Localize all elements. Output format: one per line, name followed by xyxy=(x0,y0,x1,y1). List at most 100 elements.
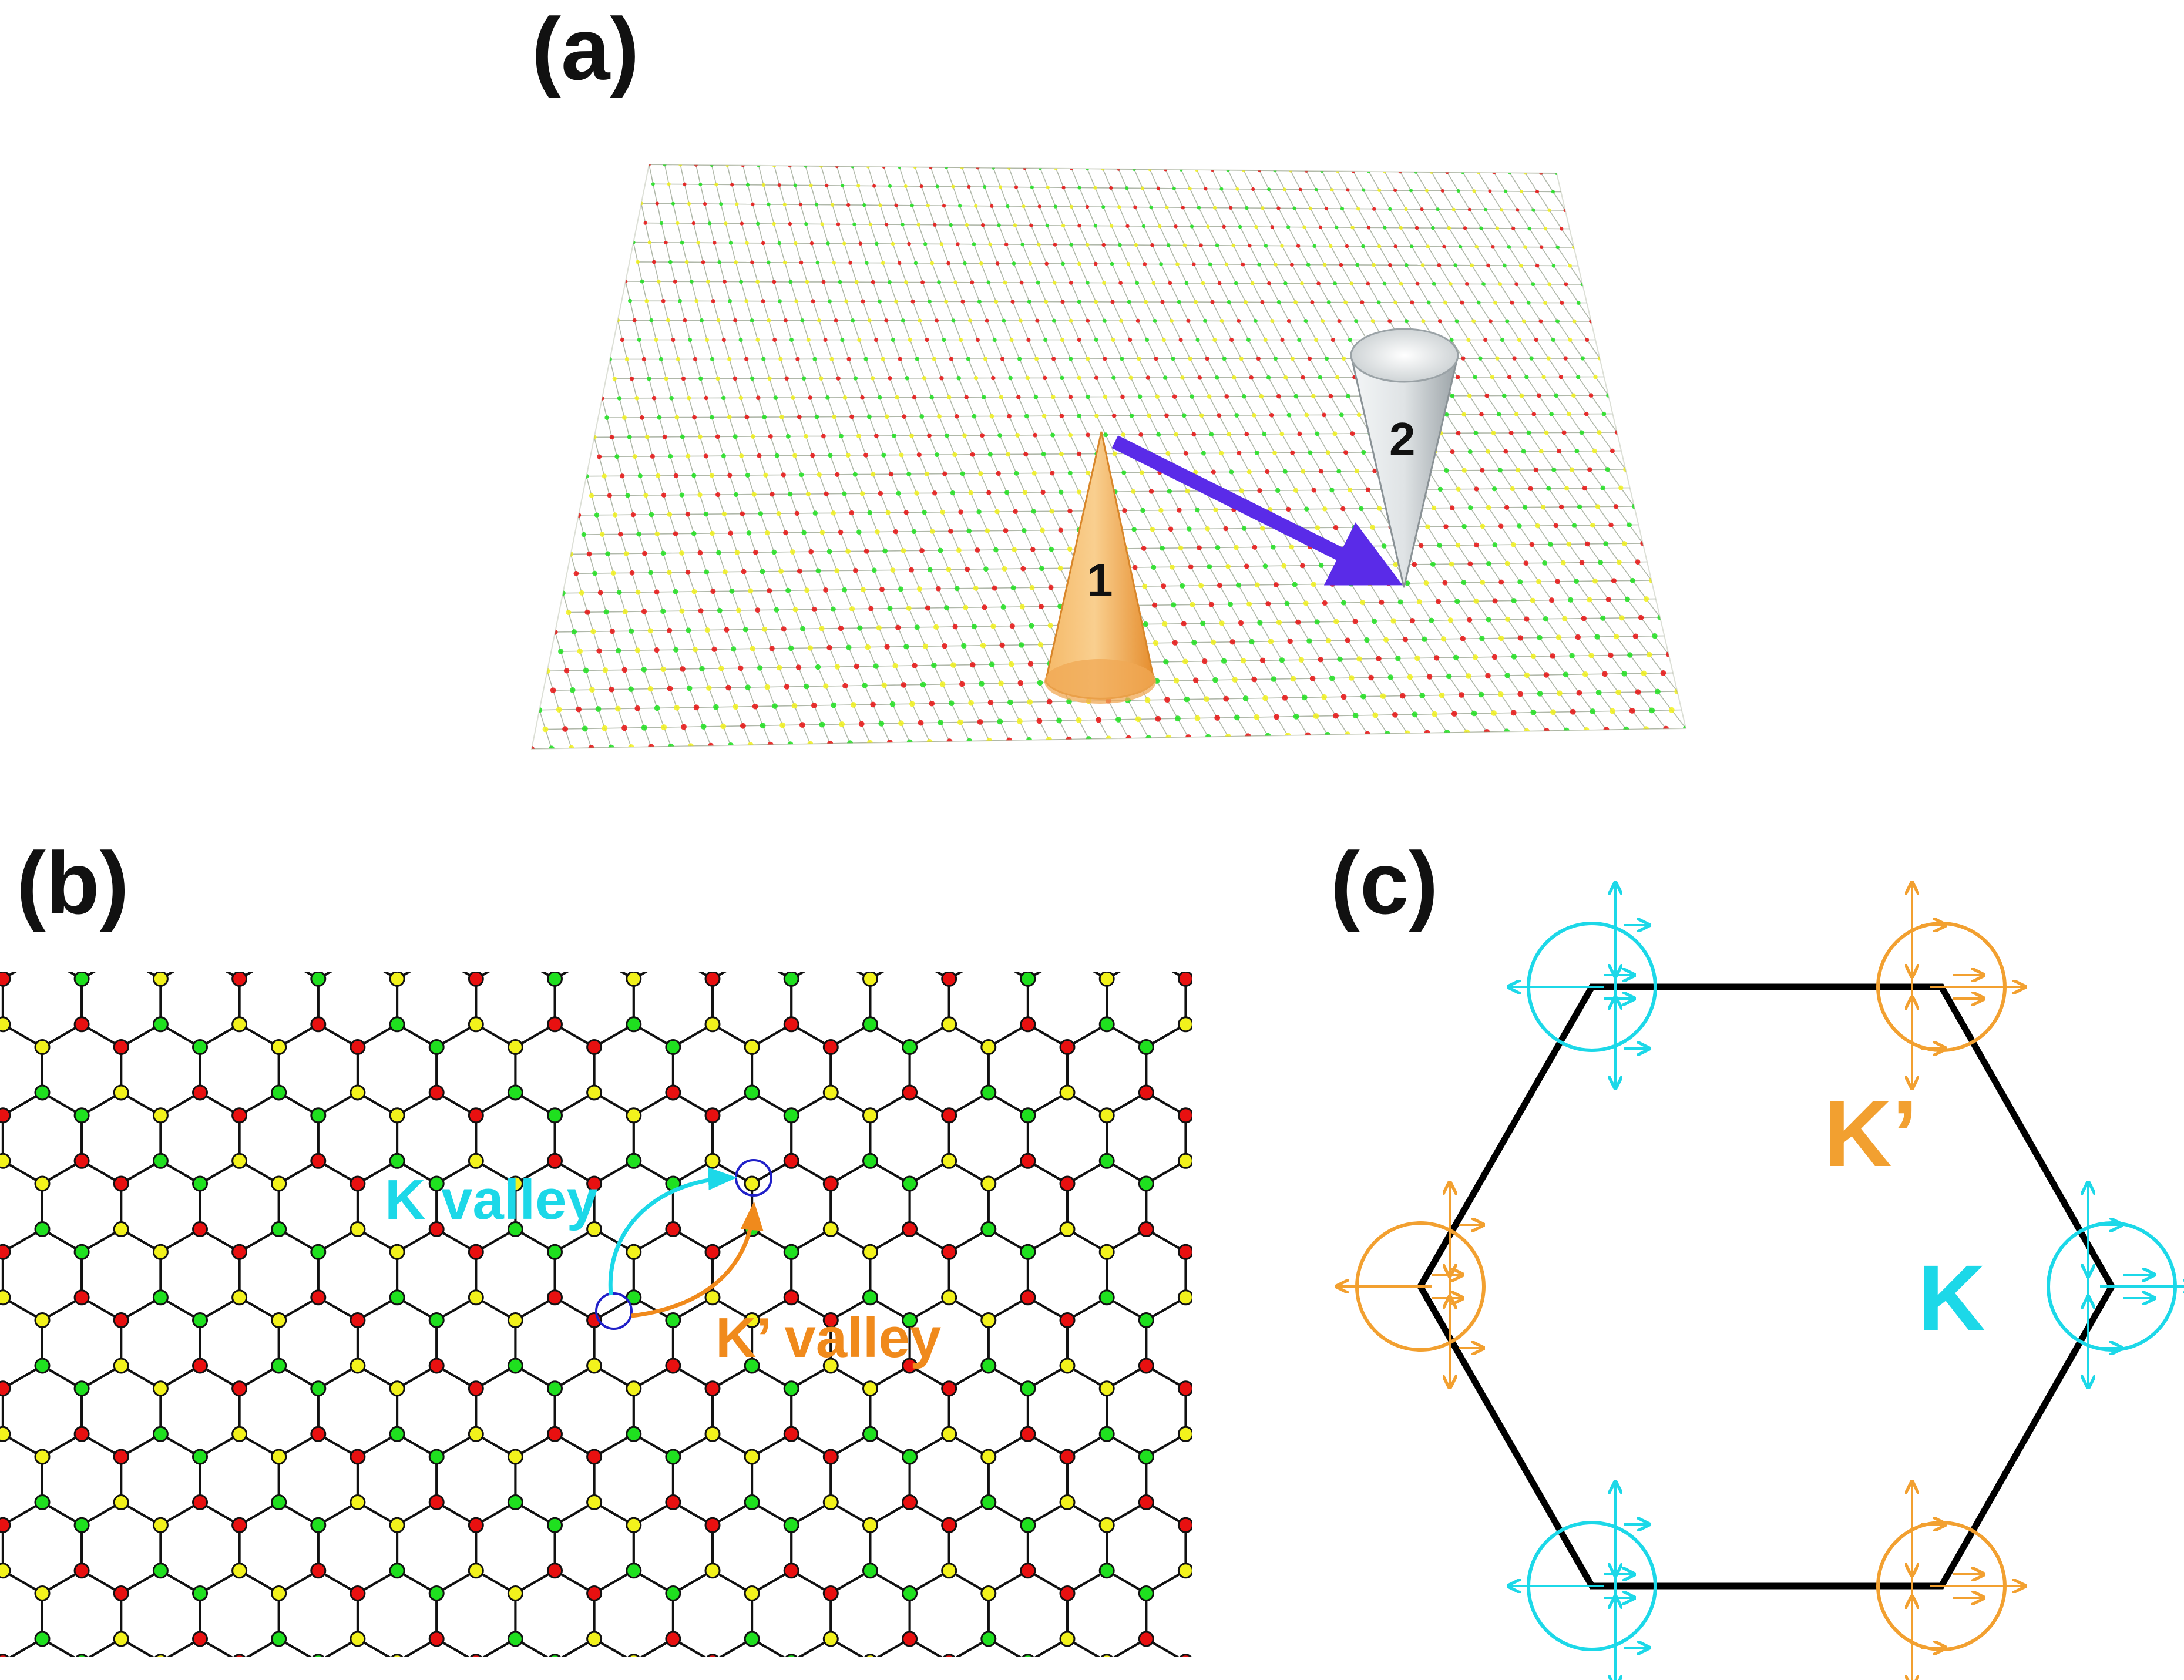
sheet-bond xyxy=(1166,415,1177,435)
sheet-bond xyxy=(1212,301,1222,321)
sheet-site xyxy=(1461,412,1467,417)
sheet-site xyxy=(958,509,963,515)
sheet-site xyxy=(1405,580,1410,586)
sheet-bond xyxy=(1446,172,1459,191)
sheet-site xyxy=(755,607,761,613)
sheet-site xyxy=(797,568,802,574)
sheet-bond xyxy=(836,666,846,686)
sheet-bond xyxy=(1219,585,1231,604)
sheet-bond xyxy=(1395,302,1407,322)
sheet-bond xyxy=(562,593,569,613)
sheet-bond xyxy=(1256,452,1268,472)
sheet-bond xyxy=(876,665,896,667)
sheet-site xyxy=(704,569,710,575)
sheet-bond xyxy=(1395,190,1407,210)
sheet-site xyxy=(801,376,807,381)
sheet-bond xyxy=(594,573,601,593)
sheet-bond xyxy=(855,474,863,494)
sheet-bond xyxy=(585,670,593,690)
sheet-bond xyxy=(848,455,856,475)
sheet-site xyxy=(942,204,946,208)
sheet-site xyxy=(713,241,717,245)
sheet-bond xyxy=(683,668,703,670)
sheet-site xyxy=(1203,318,1208,323)
sheet-bond xyxy=(882,263,891,283)
sheet-bond xyxy=(1002,358,1011,378)
sheet-bond xyxy=(1032,549,1043,569)
sheet-bond xyxy=(842,340,849,359)
sheet-bond xyxy=(1024,167,1033,188)
sheet-site xyxy=(844,299,849,304)
sheet-bond xyxy=(1235,283,1246,303)
sheet-bond xyxy=(960,512,970,532)
sheet-bond xyxy=(1166,207,1177,227)
sheet-bond xyxy=(1041,530,1052,550)
sheet-bond xyxy=(806,686,826,687)
sheet-bond xyxy=(1538,395,1552,415)
sheet-site xyxy=(1412,562,1417,567)
sheet-bond xyxy=(1182,377,1192,397)
sheet-bond xyxy=(670,261,676,282)
sheet-bond xyxy=(1145,301,1155,321)
sheet-bond xyxy=(636,398,643,418)
sheet-bond xyxy=(797,513,805,533)
sheet-bond xyxy=(833,263,841,283)
sheet-site xyxy=(1524,616,1530,622)
sheet-bond xyxy=(1054,282,1063,303)
sheet-site xyxy=(1492,542,1498,547)
sheet-site xyxy=(1131,489,1136,494)
sheet-bond xyxy=(666,378,672,398)
sheet-site xyxy=(721,511,727,517)
sheet-site xyxy=(706,280,710,284)
sheet-site xyxy=(1210,300,1215,304)
sheet-site xyxy=(1221,658,1227,664)
sheet-bond xyxy=(606,611,613,631)
sheet-bond xyxy=(1000,397,1010,416)
sheet-bond xyxy=(665,242,671,263)
sheet-site xyxy=(632,454,637,459)
sheet-site xyxy=(1566,541,1572,547)
sheet-bond xyxy=(1494,545,1508,564)
sheet-site xyxy=(637,473,643,479)
sheet-site xyxy=(1543,672,1550,678)
sheet-site xyxy=(1555,245,1560,250)
sheet-site xyxy=(1012,261,1016,266)
sheet-bond xyxy=(1464,526,1477,546)
sheet-site xyxy=(622,415,627,420)
sheet-bond xyxy=(546,671,554,691)
sheet-site xyxy=(1158,224,1162,229)
sheet-site xyxy=(972,414,977,419)
sheet-bond xyxy=(851,416,859,436)
sheet-site xyxy=(1253,318,1258,323)
sheet-site xyxy=(1627,522,1632,527)
sheet-site xyxy=(609,686,614,693)
sheet-bond xyxy=(1191,396,1202,416)
sheet-bond xyxy=(1486,395,1500,415)
sheet-site xyxy=(838,280,842,284)
sheet-bond xyxy=(1326,358,1338,378)
sheet-site xyxy=(1276,620,1282,626)
sheet-site xyxy=(757,453,762,458)
sheet-bond xyxy=(795,609,804,629)
sheet-site xyxy=(979,681,985,687)
sheet-bond xyxy=(705,398,713,418)
sheet-site xyxy=(903,184,908,189)
sheet-site xyxy=(812,357,817,361)
sheet-bond xyxy=(644,223,650,243)
sheet-site xyxy=(651,395,657,401)
sheet-bond xyxy=(616,456,623,476)
sheet-site xyxy=(1298,657,1305,663)
sheet-site xyxy=(1421,319,1426,324)
sheet-site xyxy=(1044,261,1049,266)
sheet-site xyxy=(1343,450,1348,455)
sheet-bond xyxy=(641,281,647,301)
sheet-bond xyxy=(911,435,920,455)
sheet-site xyxy=(1037,243,1041,247)
sheet-bond xyxy=(1548,210,1562,229)
sheet-bond xyxy=(1052,435,1062,455)
sheet-bond xyxy=(681,610,689,631)
sheet-site xyxy=(1223,526,1229,532)
sheet-bond xyxy=(639,340,645,359)
sheet-site xyxy=(1252,545,1258,550)
sheet-bond xyxy=(1548,358,1562,378)
